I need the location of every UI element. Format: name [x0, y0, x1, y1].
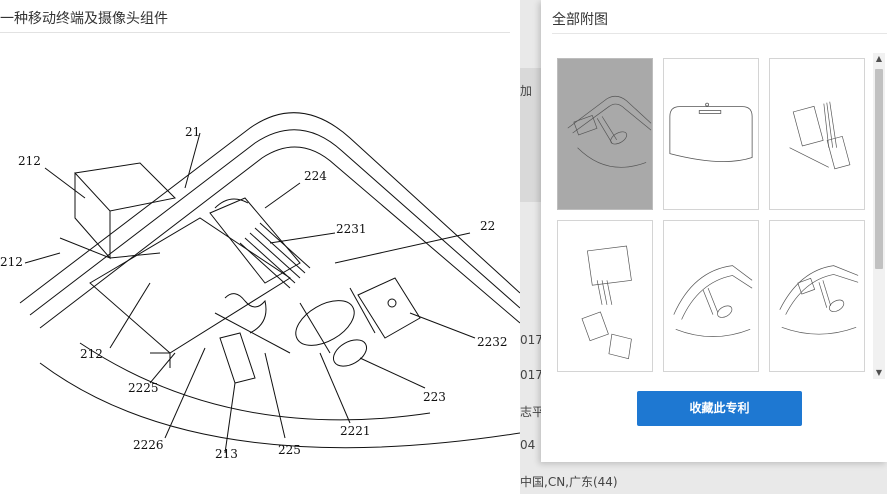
- thumbnail-scrollbar[interactable]: ▲ ▼: [873, 53, 885, 379]
- figure-thumbnail-5-drawing: [673, 265, 753, 337]
- figure-label-2226: 2226: [133, 438, 164, 452]
- background-footer: 中国,CN,广东(44): [520, 475, 618, 489]
- background-row-4: 04: [520, 438, 536, 452]
- figure-thumbnail-2-drawing: [669, 102, 753, 162]
- figure-label-223: 223: [423, 390, 446, 404]
- collect-patent-button[interactable]: 收藏此专利: [637, 391, 802, 426]
- figure-label-212-bottom: 212: [80, 347, 103, 361]
- scroll-down-arrow-icon[interactable]: ▼: [875, 368, 883, 377]
- figure-thumbnail-1[interactable]: [557, 58, 653, 210]
- title-divider: [0, 32, 510, 33]
- figure-label-2221: 2221: [340, 424, 371, 438]
- figure-thumbnail-6[interactable]: [769, 220, 865, 372]
- figure-thumbnail-4-drawing: [581, 245, 632, 360]
- figure-thumbnail-6-drawing: [779, 265, 859, 335]
- figure-label-225: 225: [278, 443, 301, 457]
- main-figure-panel: 一种移动终端及摄像头组件: [0, 11, 520, 461]
- background-row-2: 017: [520, 368, 543, 382]
- patent-title: 一种移动终端及摄像头组件: [0, 11, 168, 27]
- figure-label-2231: 2231: [336, 222, 367, 236]
- figure-thumbnail-3[interactable]: [769, 58, 865, 210]
- figure-label-2225: 2225: [128, 381, 159, 395]
- figure-label-224: 224: [304, 169, 327, 183]
- figure-label-212-left: 212: [0, 255, 23, 269]
- figure-thumbnail-5[interactable]: [663, 220, 759, 372]
- figure-label-21: 21: [185, 125, 200, 139]
- background-row-3: 志平: [520, 405, 545, 419]
- figure-label-2232: 2232: [477, 335, 508, 349]
- figure-label-213: 213: [215, 447, 238, 461]
- patent-drawing: 21 212 212 212 224 2231 22 2232 223 2221…: [0, 112, 520, 461]
- scroll-up-arrow-icon[interactable]: ▲: [875, 54, 883, 63]
- figure-thumbnail-2[interactable]: [663, 58, 759, 210]
- figure-thumbnail-1-drawing: [567, 95, 652, 168]
- scrollbar-thumb[interactable]: [875, 69, 883, 269]
- background-row-1: 017: [520, 333, 543, 347]
- modal-title: 全部附图: [552, 12, 608, 28]
- all-figures-modal: 全部附图: [541, 0, 887, 462]
- background-button-fragment: 加: [520, 84, 533, 98]
- figure-label-212-top: 212: [18, 154, 41, 168]
- figure-thumbnail-3-drawing: [789, 101, 851, 170]
- modal-divider: [552, 33, 887, 34]
- figure-thumbnail-4[interactable]: [557, 220, 653, 372]
- figure-label-22: 22: [480, 219, 495, 233]
